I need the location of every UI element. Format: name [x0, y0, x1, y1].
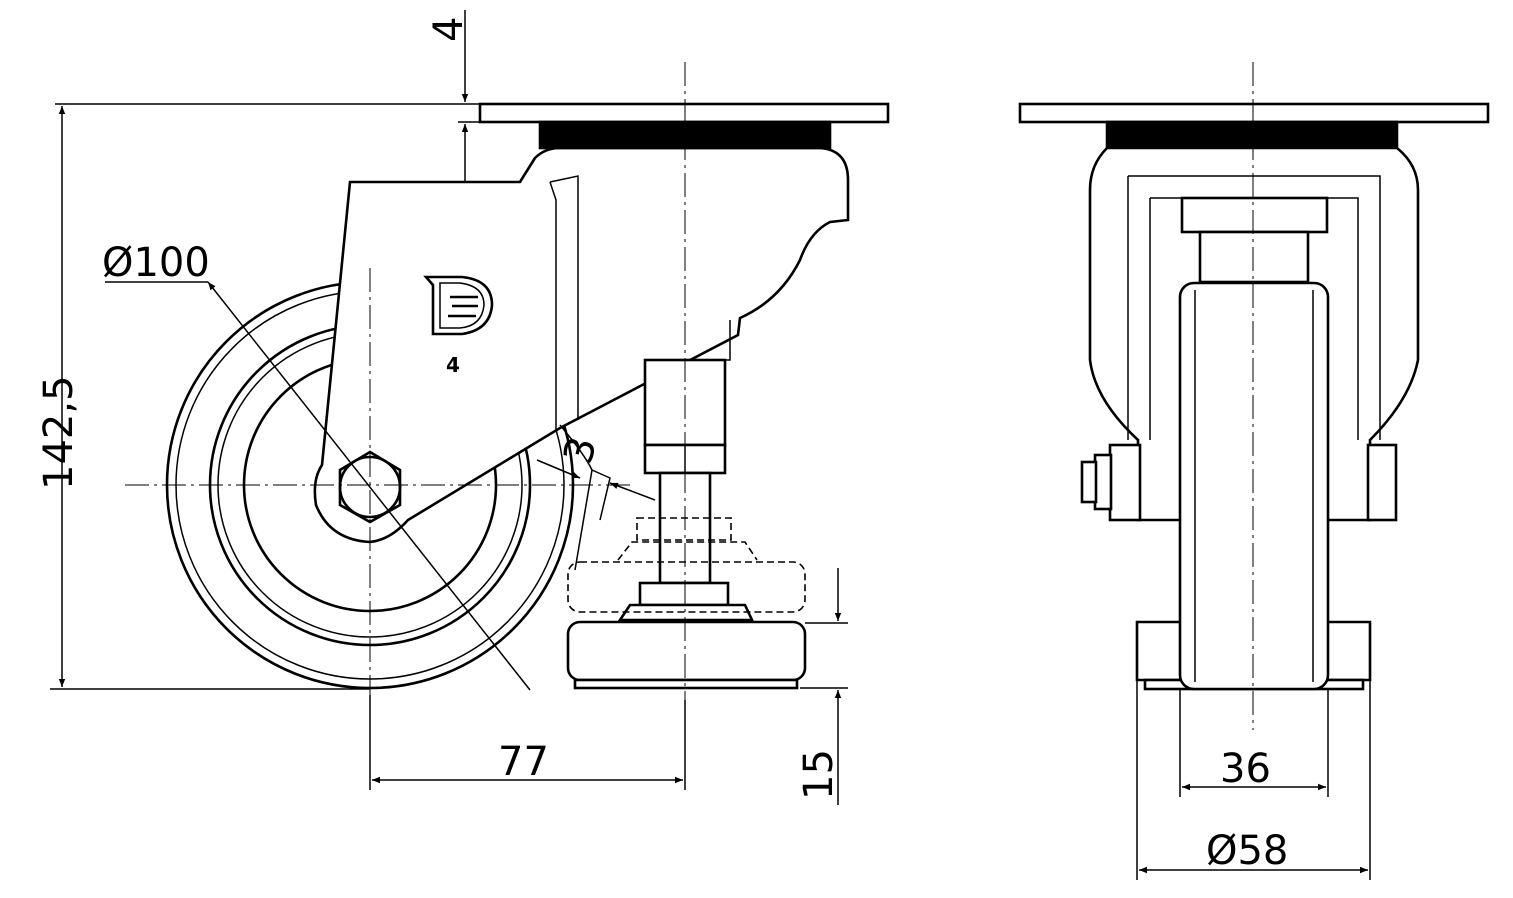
front-wheel — [1178, 281, 1330, 691]
dim-tread-width: 36 — [1220, 746, 1271, 792]
top-plate — [478, 102, 890, 124]
dimensions-side: 142,5 4 Ø100 3 77 15 — [36, 10, 848, 805]
dim-plate-thickness: 4 — [426, 17, 472, 42]
dim-foot-height: 15 — [796, 749, 842, 800]
side-view: 4 — [125, 62, 890, 700]
front-view — [1018, 62, 1490, 730]
dim-offset: 77 — [498, 739, 549, 785]
dim-total-height: 142,5 — [36, 375, 82, 490]
dim-wheel-diameter: Ø100 — [102, 240, 210, 286]
logo-number: 4 — [446, 353, 460, 377]
dim-wheel-width: Ø58 — [1206, 828, 1288, 874]
leveling-foot — [566, 358, 807, 690]
dimensions-front: 36 Ø58 — [1136, 680, 1371, 880]
brand-logo: 4 — [423, 275, 494, 377]
